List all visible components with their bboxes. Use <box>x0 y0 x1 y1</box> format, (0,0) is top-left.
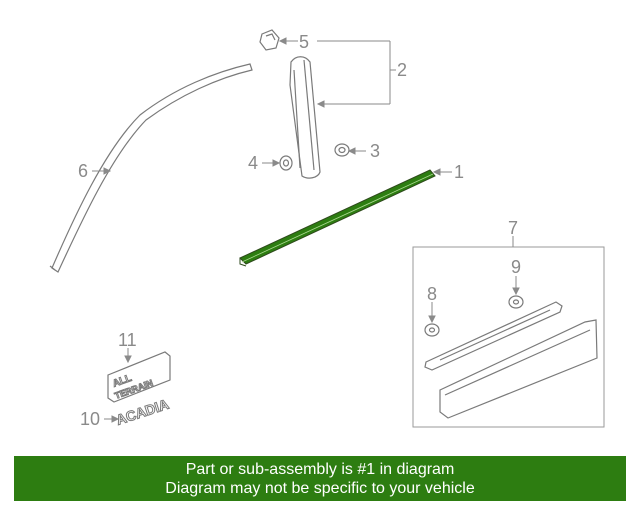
callout-11: 11 <box>118 330 137 350</box>
part-3-clip <box>334 143 350 157</box>
part-9-nut <box>508 295 524 309</box>
callout-7: 7 <box>508 218 518 238</box>
banner-line-1: Part or sub-assembly is #1 in diagram <box>185 461 455 478</box>
leader-lines <box>92 37 520 423</box>
callout-1: 1 <box>454 162 464 182</box>
part-6-roof-molding <box>49 63 253 273</box>
part-5-clip <box>259 29 280 51</box>
callout-5: 5 <box>299 32 309 52</box>
callout-9: 9 <box>511 257 521 277</box>
emblem-acadia-text: ACADIA <box>114 396 171 428</box>
door-molding-lower <box>439 319 598 419</box>
callout-8: 8 <box>427 284 437 304</box>
part-2-pillar-applique <box>289 56 321 179</box>
part-1-belt-molding <box>239 169 436 267</box>
part-4-nut <box>279 155 293 171</box>
callout-6: 6 <box>78 161 88 181</box>
callout-4: 4 <box>248 153 258 173</box>
part-11-emblem-all-terrain: ALL TERRAIN <box>107 351 171 403</box>
callout-2: 2 <box>397 60 407 80</box>
callout-3: 3 <box>370 141 380 161</box>
part-8-nut <box>424 323 440 337</box>
part-10-emblem-acadia: ACADIA <box>113 395 171 428</box>
door-molding-upper <box>424 301 563 371</box>
callout-10: 10 <box>80 409 100 429</box>
banner-line-2: Diagram may not be specific to your vehi… <box>165 480 475 497</box>
info-banner: Part or sub-assembly is #1 in diagram Di… <box>14 456 626 501</box>
